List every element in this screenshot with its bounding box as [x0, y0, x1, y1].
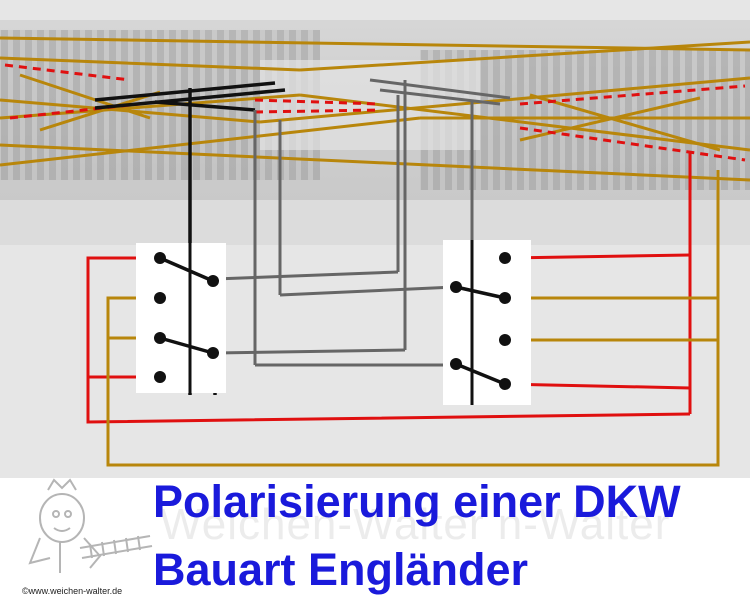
switch-right-panel — [443, 240, 531, 405]
frog-dashes — [4, 63, 746, 162]
terminal — [154, 371, 166, 383]
white-bottom — [0, 478, 750, 600]
watermark: Weichen-Walter n-Walter — [160, 500, 671, 549]
terminal — [154, 252, 166, 264]
switch-left — [154, 243, 219, 393]
terminal — [154, 332, 166, 344]
terminal — [450, 358, 462, 370]
lower-bed — [0, 200, 750, 245]
rails — [0, 36, 750, 182]
terminal — [499, 378, 511, 390]
copyright-text: ©www.weichen-walter.de — [22, 586, 123, 596]
terminal — [450, 281, 462, 293]
title-line-1: Polarisierung einer DKW — [153, 476, 681, 527]
terminal — [207, 347, 219, 359]
terminal — [499, 334, 511, 346]
switch-right — [450, 240, 511, 405]
mascot-logo-icon — [28, 478, 153, 573]
terminal — [499, 292, 511, 304]
frog-feed-wires — [86, 152, 692, 424]
rail-feed-wires — [106, 170, 720, 467]
terminal — [154, 292, 166, 304]
terminal — [499, 252, 511, 264]
terminal — [207, 275, 219, 287]
title-line-2: Bauart Engländer — [153, 544, 529, 595]
